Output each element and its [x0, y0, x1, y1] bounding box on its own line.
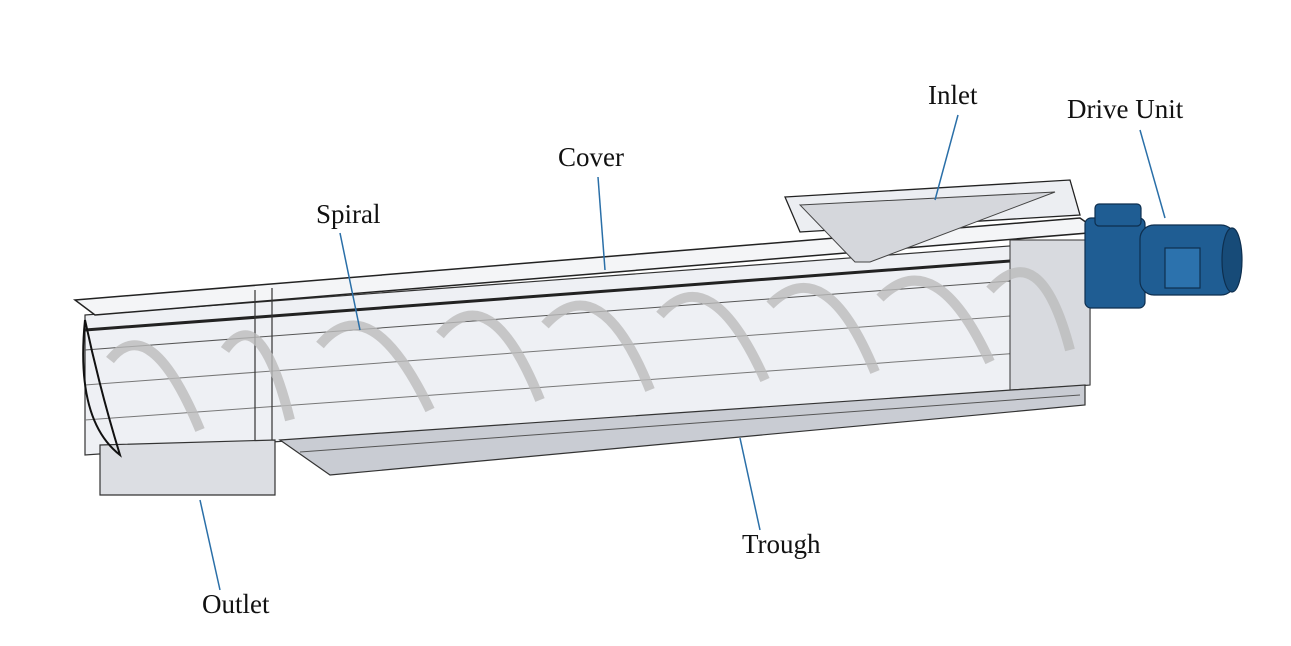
label-trough: Trough	[742, 529, 821, 559]
leader-lines	[199, 114, 1166, 591]
inlet-hopper	[784, 179, 1081, 263]
label-outlet: Outlet	[202, 589, 270, 619]
drive-unit	[1084, 203, 1243, 309]
label-inlet: Inlet	[928, 80, 978, 110]
outlet-box	[82, 319, 276, 496]
leader-drive-unit	[1139, 129, 1166, 219]
label-drive-unit: Drive Unit	[1067, 94, 1184, 124]
trough-tray	[278, 384, 1086, 476]
leader-cover	[597, 176, 606, 271]
leader-spiral	[339, 232, 361, 331]
leader-trough	[739, 437, 761, 531]
label-spiral: Spiral	[316, 199, 381, 229]
leader-inlet	[934, 114, 959, 201]
spiral-flights	[106, 267, 1075, 432]
leader-outlet	[199, 499, 221, 591]
label-cover: Cover	[558, 142, 624, 172]
